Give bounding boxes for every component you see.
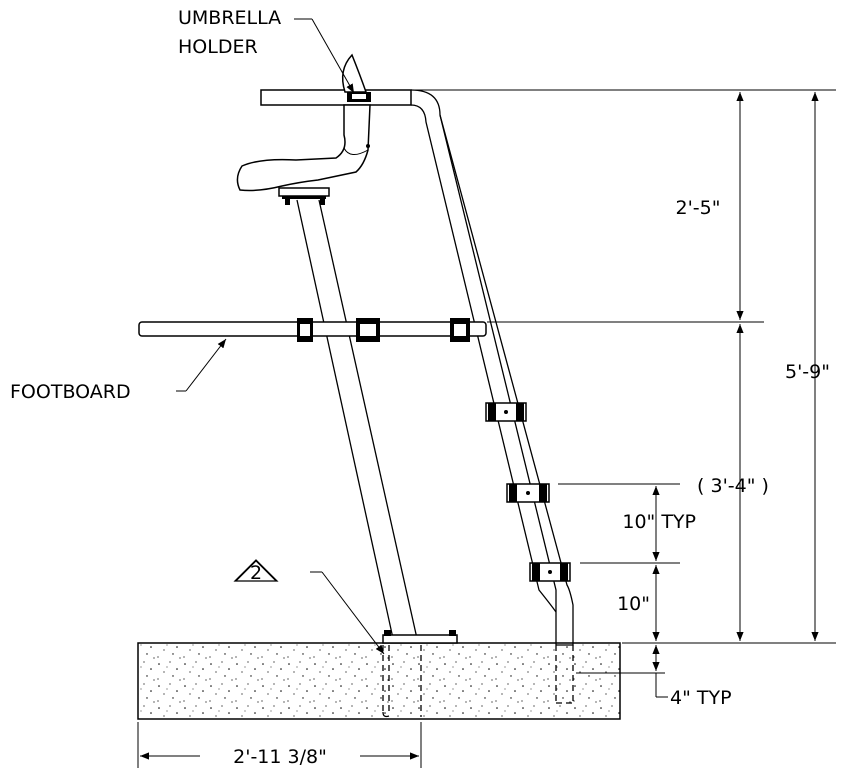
base-width-dim: 2'-11 3/8" [233, 746, 327, 768]
embed-depth-dim: 4" TYP [670, 687, 732, 709]
front-leg [296, 199, 458, 644]
anchor-bolt [382, 645, 390, 718]
total-height-dim: 5'-9" [785, 361, 830, 383]
umbrella-holder-label-line2: HOLDER [178, 36, 258, 58]
umbrella-holder-leader [294, 18, 355, 94]
footboard-leader [176, 338, 227, 392]
footboard-label: FOOTBOARD [10, 381, 131, 403]
upper-height-dim: 2'-5" [676, 197, 721, 219]
ladder-step-1 [485, 402, 527, 422]
note-number: 2 [250, 562, 262, 584]
bottom-step-dim: 10" [617, 593, 650, 615]
rear-frame-rail [260, 89, 574, 646]
note-triangle [233, 559, 279, 582]
ladder-height-dim: ( 3'-4" ) [697, 475, 769, 497]
embedded-ladder-leg [555, 645, 574, 704]
concrete-base [137, 642, 621, 720]
extension-lines [137, 89, 836, 768]
seat-assembly [236, 53, 371, 205]
ladder-step-2 [506, 483, 550, 503]
step-spacing-dim: 10" TYP [622, 511, 696, 533]
footboard [138, 318, 487, 342]
umbrella-holder-label-line1: UMBRELLA [178, 7, 281, 29]
note-leader [310, 571, 385, 655]
dimension-embed-depth [652, 645, 668, 698]
ladder-step-3 [529, 562, 571, 582]
